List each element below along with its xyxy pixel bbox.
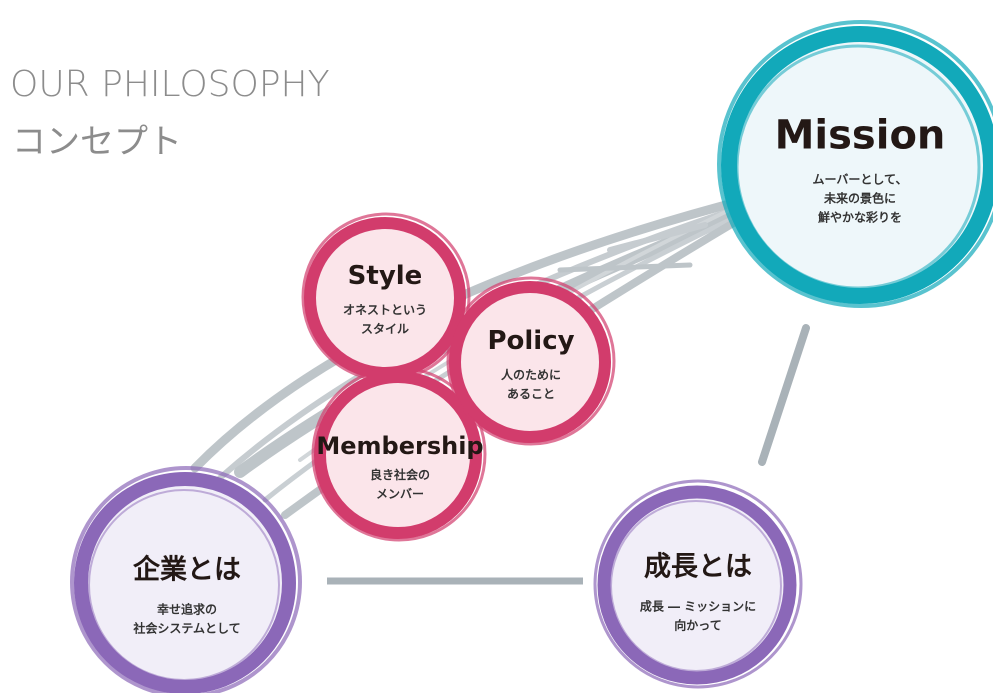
connector-mission-growth (758, 324, 810, 466)
growth-title: 成長とは (643, 551, 752, 583)
mission-circle (717, 20, 993, 308)
mission-line-3: 鮮やかな彩りを (817, 210, 902, 225)
growth-line-2: 向かって (674, 618, 722, 633)
mission-title: Mission (774, 112, 946, 159)
company-line-2: 社会システムとして (133, 621, 241, 636)
membership-line-2: メンバー (375, 487, 424, 501)
policy-node: Policy 人のために あること (487, 326, 574, 404)
policy-line-2: あること (506, 387, 556, 401)
growth-node: 成長とは 成長 ― ミッションに 向かって (640, 545, 756, 636)
style-node: Style オネストという スタイル (343, 261, 427, 339)
heading-japanese: コンセプト (12, 122, 182, 162)
heading-english: OUR PHILOSOPHY (10, 64, 330, 105)
policy-title: Policy (487, 326, 575, 356)
policy-circle (446, 276, 616, 446)
membership-circle (311, 366, 487, 542)
company-title: 企業とは (133, 554, 241, 586)
company-circle (70, 466, 302, 693)
style-title: Style (347, 261, 423, 291)
style-line-2: スタイル (360, 322, 410, 336)
style-line-1: オネストという (342, 303, 428, 317)
policy-line-1: 人のために (500, 368, 562, 382)
company-node: 企業とは 幸せ追求の 社会システムとして (133, 548, 241, 639)
mission-node: Mission ムーバーとして、 未来の景色に 鮮やかな彩りを (775, 113, 946, 228)
growth-circle (593, 479, 803, 689)
company-line-1: 幸せ追求の (156, 602, 217, 617)
membership-node: Membership 良き社会の メンバー (316, 432, 483, 504)
mission-line-1: ムーバーとして、 (812, 172, 908, 187)
mission-line-2: 未来の景色に (823, 191, 896, 206)
membership-title: Membership (316, 432, 484, 460)
growth-line-1: 成長 ― ミッションに (639, 599, 757, 614)
membership-line-1: 良き社会の (369, 468, 430, 482)
